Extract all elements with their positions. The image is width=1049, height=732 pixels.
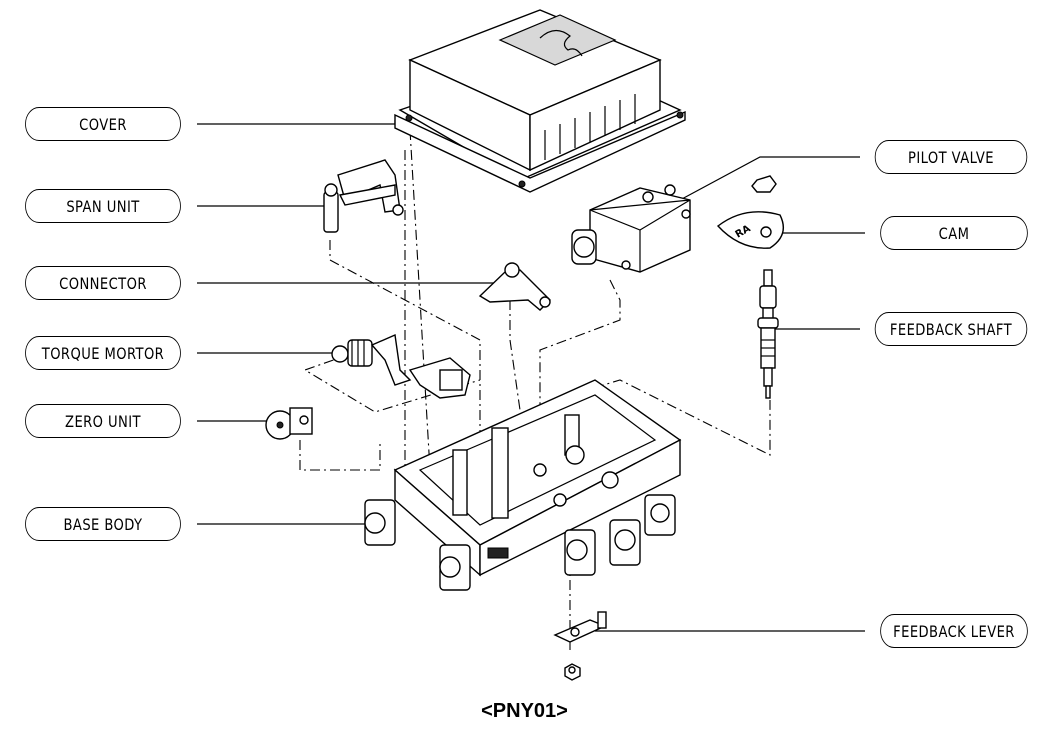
label-pilot-valve-text: PILOT VALVE bbox=[908, 147, 994, 167]
label-connector-text: CONNECTOR bbox=[59, 273, 147, 293]
label-torque-motor: TORQUE MORTOR bbox=[25, 336, 181, 370]
cover-part bbox=[394, 9, 686, 193]
figure-caption: <PNY01> bbox=[481, 700, 568, 722]
label-feedback-shaft-text: FEEDBACK SHAFT bbox=[889, 319, 1013, 339]
feedback-shaft-part bbox=[757, 269, 779, 399]
label-torque-motor-text: TORQUE MORTOR bbox=[41, 343, 165, 363]
label-cover-text: COVER bbox=[79, 114, 127, 134]
connector-part bbox=[478, 262, 551, 311]
label-connector: CONNECTOR bbox=[25, 266, 181, 300]
torque-motor-part bbox=[331, 333, 471, 399]
label-span-unit: SPAN UNIT bbox=[25, 189, 181, 223]
label-span-unit-text: SPAN UNIT bbox=[66, 196, 140, 216]
label-cam-text: CAM bbox=[938, 223, 970, 243]
label-pilot-valve: PILOT VALVE bbox=[874, 140, 1028, 174]
base-body-part bbox=[364, 379, 682, 591]
label-feedback-lever: FEEDBACK LEVER bbox=[880, 614, 1028, 648]
span-unit-part bbox=[323, 159, 404, 233]
label-zero-unit: ZERO UNIT bbox=[25, 404, 181, 438]
label-cover: COVER bbox=[25, 107, 181, 141]
label-cam: CAM bbox=[880, 216, 1028, 250]
cam-part: RA bbox=[716, 175, 784, 249]
label-zero-unit-text: ZERO UNIT bbox=[65, 411, 141, 431]
feedback-lever-part bbox=[553, 611, 607, 681]
assembly-centerlines bbox=[299, 129, 771, 650]
label-feedback-shaft: FEEDBACK SHAFT bbox=[874, 312, 1028, 346]
label-feedback-lever-text: FEEDBACK LEVER bbox=[893, 621, 1015, 641]
leader-lines bbox=[197, 120, 865, 632]
zero-unit-part bbox=[265, 407, 313, 440]
pilot-valve-part bbox=[571, 184, 691, 273]
label-base-body: BASE BODY bbox=[25, 507, 181, 541]
label-base-body-text: BASE BODY bbox=[63, 514, 143, 534]
